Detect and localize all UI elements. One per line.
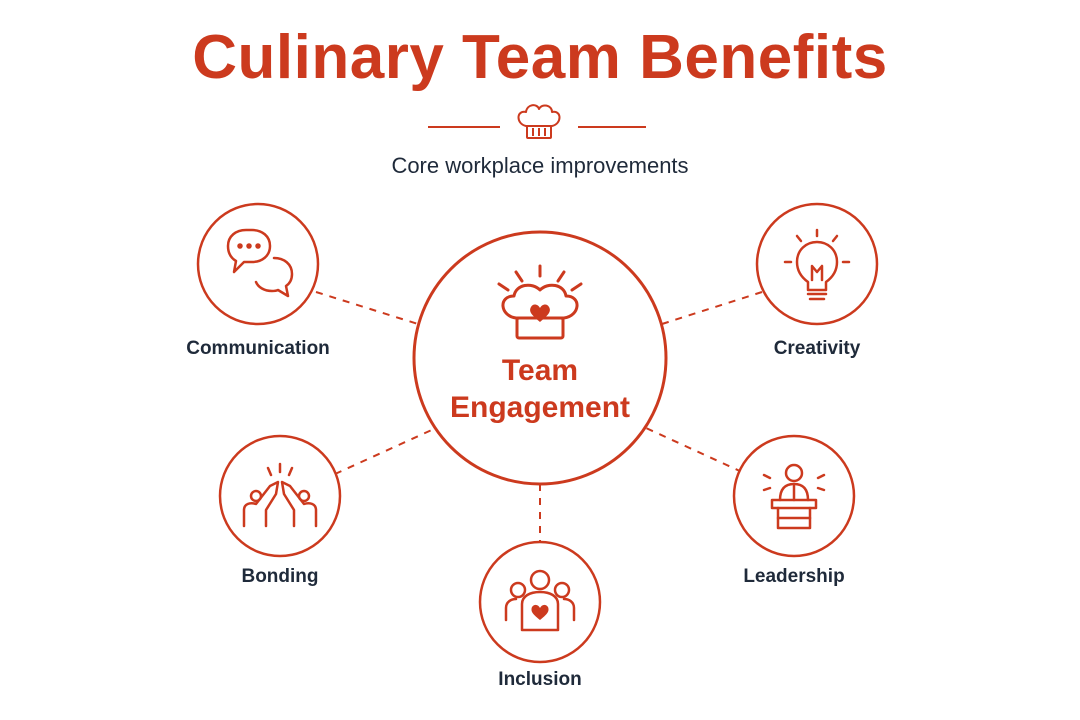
connector-bonding	[334, 427, 437, 475]
group-heart-icon	[504, 569, 576, 632]
inclusion-heart	[531, 604, 549, 620]
node-label-leadership: Leadership	[743, 566, 845, 587]
connector-leadership	[645, 427, 743, 473]
node-label-bonding: Bonding	[241, 566, 319, 587]
podium-speaker-icon	[762, 463, 826, 530]
lightbulb-icon	[783, 228, 851, 301]
node-circle-creativity	[755, 202, 879, 326]
hub-label: Team Engagement	[450, 352, 630, 426]
connector-creativity	[661, 291, 763, 325]
page-subtitle: Core workplace improvements	[391, 153, 689, 178]
node-circle-communication	[196, 202, 320, 326]
node-label-inclusion: Inclusion	[498, 669, 582, 690]
node-label-creativity: Creativity	[773, 338, 861, 359]
high-five-icon	[242, 462, 318, 528]
hub-label-line-1: Team	[501, 354, 579, 387]
hub-heart	[530, 304, 550, 322]
speech-bubbles-icon	[226, 228, 294, 298]
node-circle-bonding	[218, 434, 342, 558]
connector-communication	[315, 291, 419, 325]
hub-label-line-2: Engagement	[449, 391, 631, 424]
node-label-communication: Communication	[186, 338, 330, 359]
node-circle-inclusion	[478, 540, 602, 664]
page-title: Culinary Team Benefits	[192, 23, 888, 92]
